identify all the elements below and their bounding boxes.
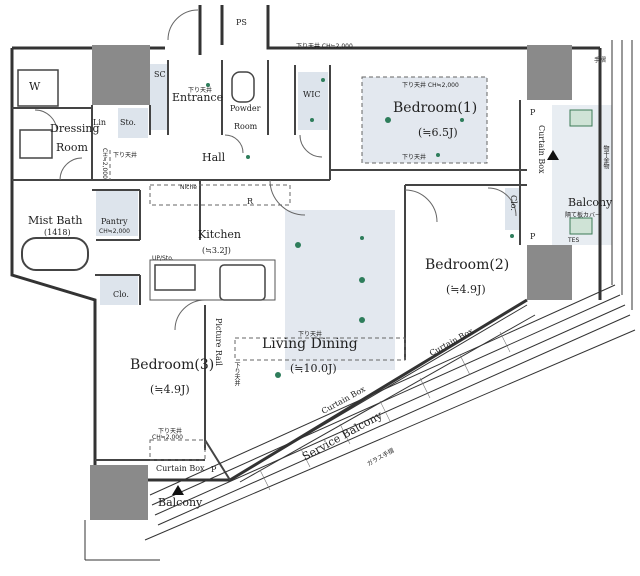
living-size: (≒10.0J) [290, 362, 337, 375]
kitchen-name: Kitchen [198, 228, 241, 241]
ceiling-lights [206, 78, 514, 378]
kitchen-size: (≒3.2J) [202, 246, 231, 255]
sto-label: Sto. [120, 118, 136, 127]
powder-label: Powder [230, 104, 261, 113]
balcony-arrow-right [547, 150, 559, 160]
p-label-right-bottom: P [530, 232, 536, 241]
toilet [231, 71, 255, 103]
drop-ceiling-living-vert: 下り天井 [233, 362, 240, 386]
kitchen-counter [149, 259, 276, 301]
drop-ceiling-bedroom1-bottom: 下り天井 [402, 154, 427, 161]
clo-bedroom3: Clo. [113, 290, 129, 299]
washer-label: W [29, 80, 41, 93]
ch-2000-dressing: CH≒2,000 [101, 148, 108, 179]
bedroom1-size: (≒6.5J) [418, 126, 458, 139]
room-label: Room [56, 141, 88, 154]
entrance-label: Entrance [172, 91, 224, 104]
powder-room-label: Room [234, 122, 258, 131]
drop-ceiling-hall-top: 下り天井 CH≒2,000 [296, 43, 353, 50]
mist-bath-size: (1418) [44, 228, 71, 237]
lin-label: Lin [93, 118, 107, 127]
balcony-note-label: 物干金物 [602, 145, 609, 169]
ac-unit-1 [569, 109, 593, 127]
column-bottom-left [90, 465, 148, 520]
pantry-tint [96, 190, 138, 236]
tes-label: TES [568, 237, 580, 244]
living-tint [285, 210, 395, 370]
bedroom2-name: Bedroom(2) [425, 257, 510, 273]
ch-2000-bedroom3: CH≒2,000 [152, 434, 183, 441]
hatch-cover-label: 隔て板カバー [565, 212, 602, 219]
drop-ceiling-living: 下り天井 [298, 331, 323, 338]
niche-label: Niche [180, 184, 197, 191]
mist-bath-label: Mist Bath [28, 214, 83, 227]
sc-label: SC [154, 70, 166, 79]
drop-ceiling-outlines [109, 76, 488, 461]
hall-label: Hall [202, 151, 226, 164]
bathtub [21, 237, 89, 271]
balcony-arrow-bottom [172, 485, 184, 495]
dressing-label: Dressing [50, 122, 100, 135]
bedroom1-tint [362, 77, 487, 163]
balcony-bottom-label: Balcony [158, 496, 203, 509]
balcony-railings [84, 40, 636, 561]
vanity [19, 129, 53, 159]
bedroom1-name: Bedroom(1) [393, 100, 478, 116]
pantry-label: Pantry [101, 217, 128, 226]
p-label-right-top: P [530, 108, 536, 117]
column-mid-right [527, 245, 572, 300]
bedroom3-size: (≒4.9J) [150, 383, 190, 396]
sink [219, 264, 266, 301]
balcony-right-label: Balcony [568, 196, 613, 209]
bedroom3-name: Bedroom(3) [130, 357, 215, 373]
handrail-label: 手摺 [594, 57, 607, 64]
ac-unit-2 [569, 217, 593, 235]
curtain-box-bottom: Curtain Box [156, 464, 205, 473]
pantry-ch: CH≒2,000 [99, 228, 130, 235]
bedroom2-size: (≒4.9J) [446, 283, 486, 296]
clo3-tint [100, 275, 138, 305]
clo2-tint [505, 188, 519, 230]
up-sto-label: UP/Sto. [152, 255, 174, 262]
column-top-left [92, 45, 150, 105]
drop-ceiling-bedroom3: 下り天井 [158, 428, 183, 435]
sc-tint [150, 64, 168, 130]
picture-rail-label: Picture Rail [214, 318, 223, 366]
sto-tint [118, 108, 148, 138]
interior-walls [12, 60, 527, 481]
drop-ceiling-dressing: 下り天井 [113, 152, 138, 159]
r-label: R [247, 197, 254, 206]
p-label-bottom: P [211, 465, 217, 474]
curtain-box-right: Curtain Box [537, 125, 546, 174]
living-name: Living Dining [262, 336, 358, 352]
service-balcony-hatch [259, 331, 511, 491]
clo-bedroom2: Clo. [509, 195, 518, 211]
column-top-right [527, 45, 572, 100]
drop-ceiling-entrance: 下り天井 [188, 87, 213, 94]
drop-ceiling-bedroom1-top: 下り天井 CH≒2,000 [402, 82, 459, 89]
stove [154, 264, 196, 291]
wic-label: WIC [303, 90, 321, 99]
ps-label: PS [236, 18, 247, 27]
washer [17, 69, 59, 107]
